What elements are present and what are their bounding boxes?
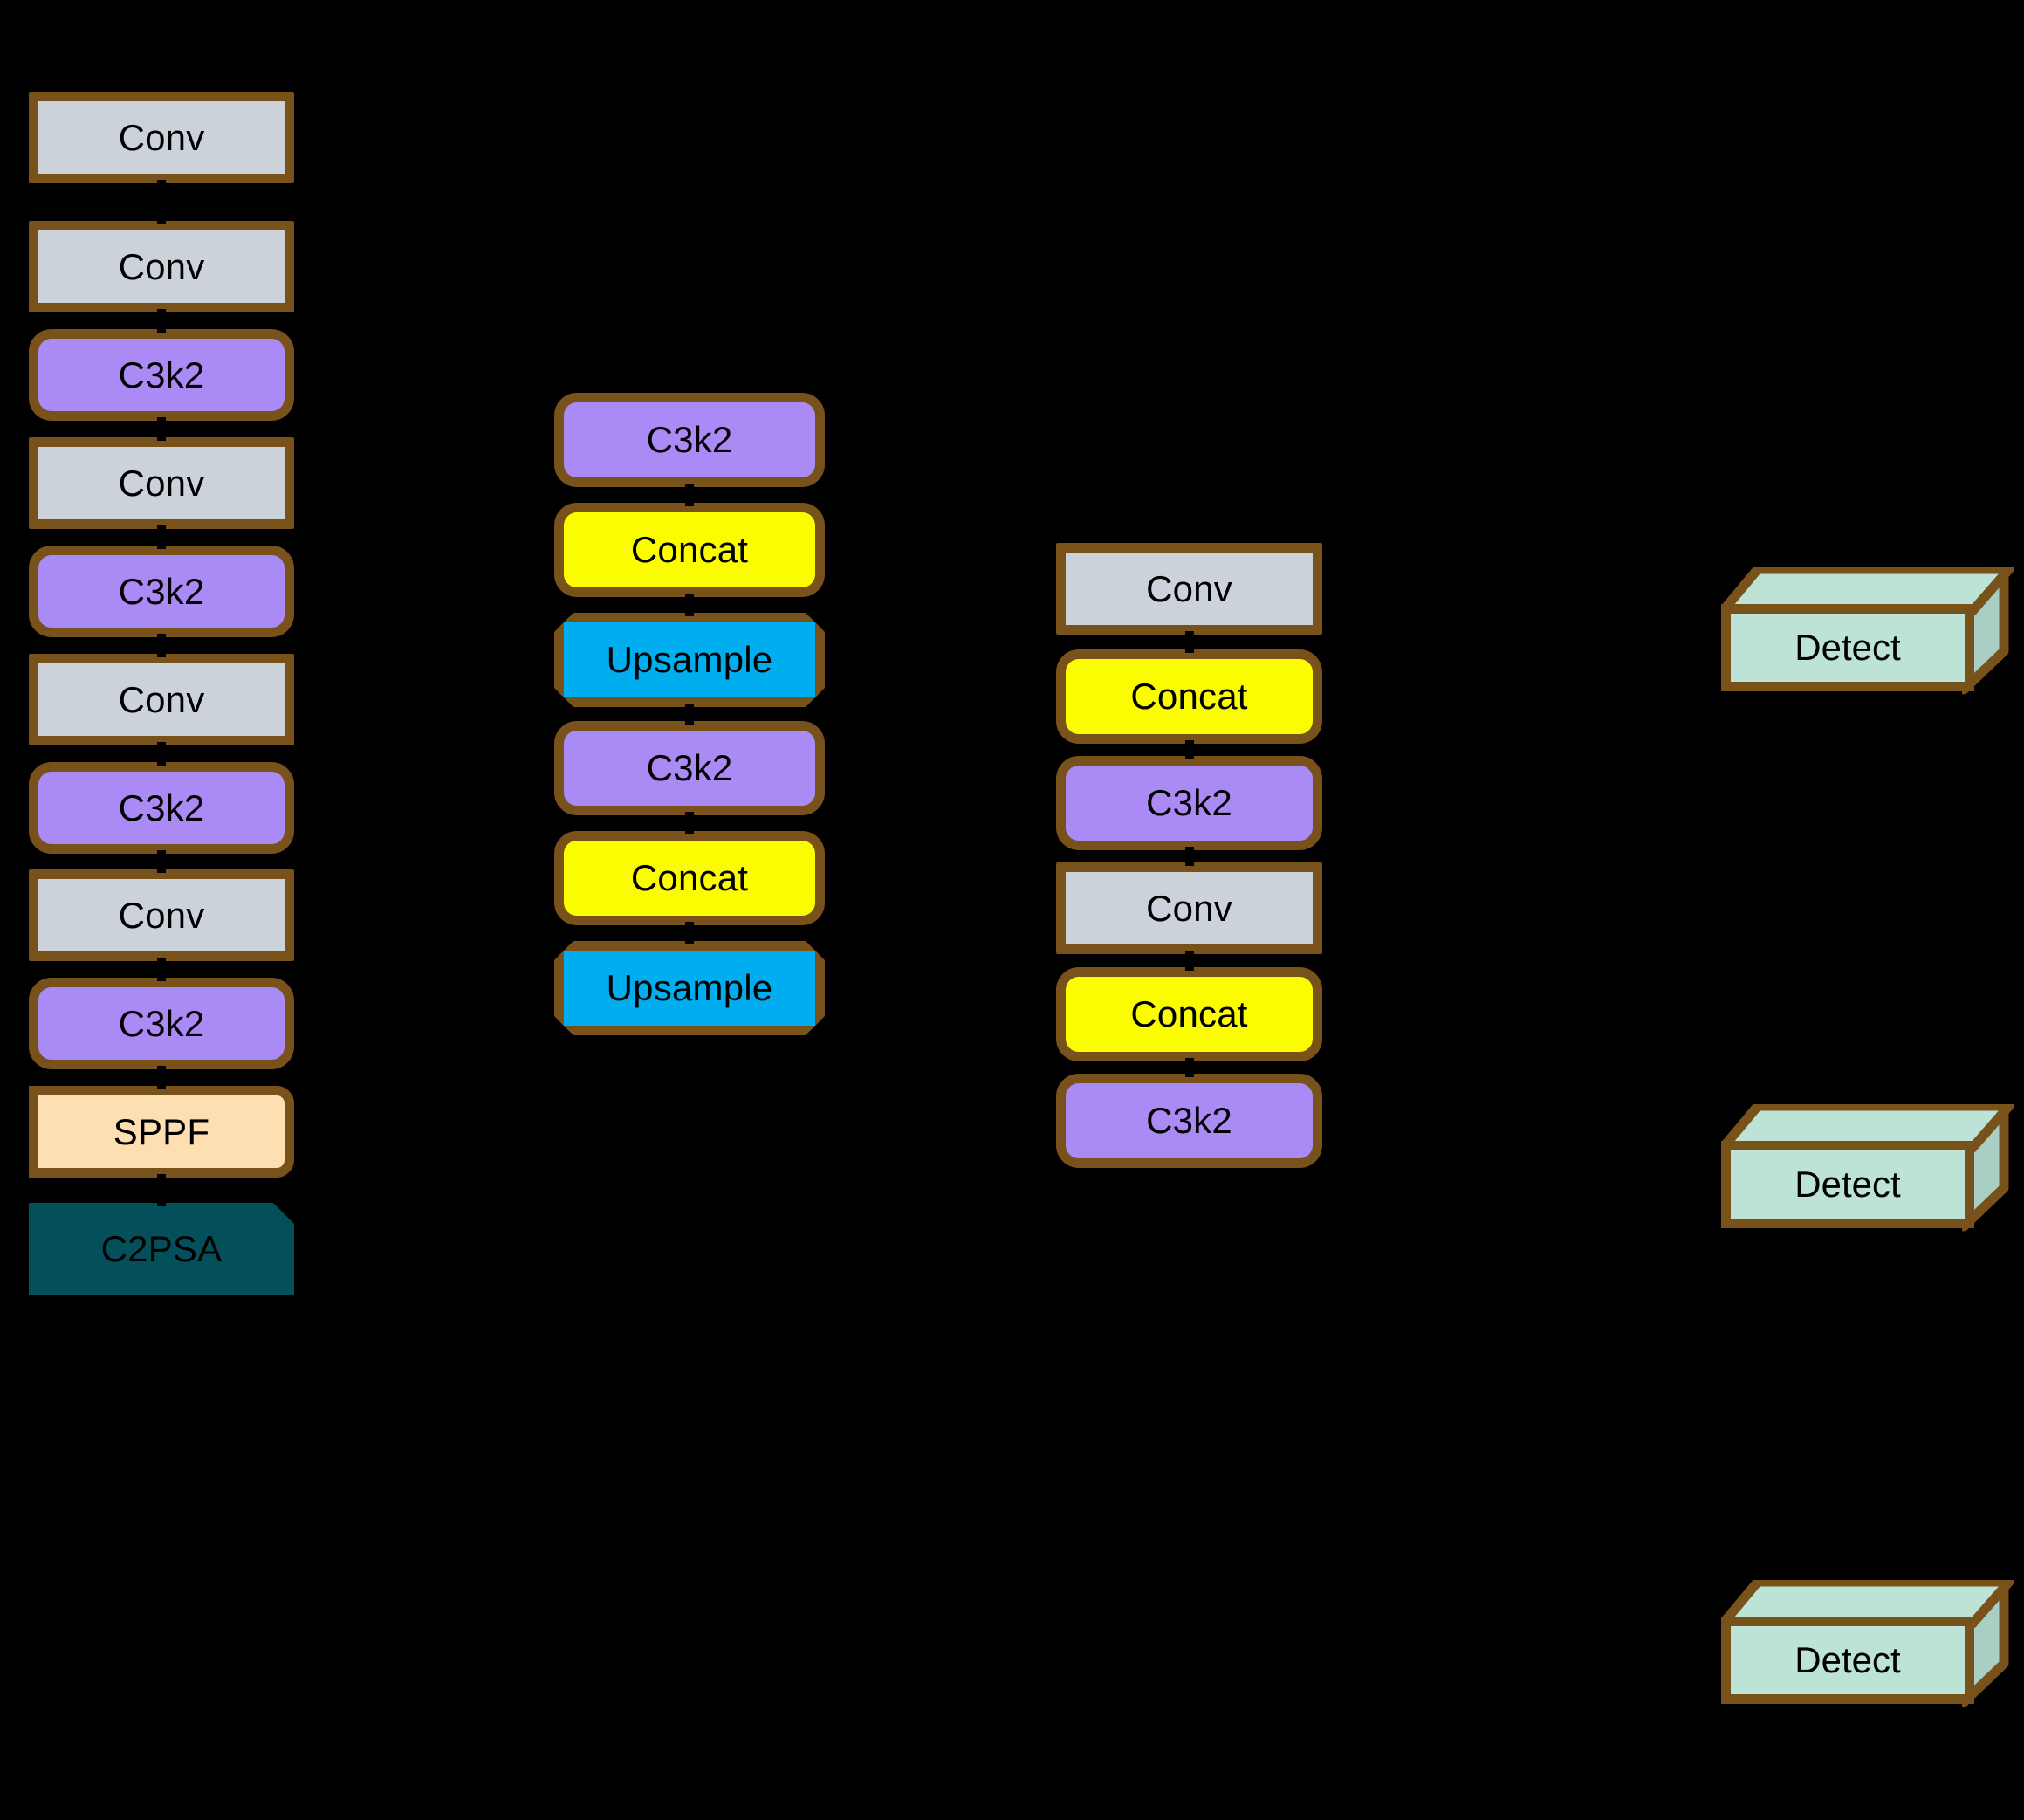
detect-head-box: Detect — [1718, 1101, 2014, 1232]
node-upsample: Upsample — [554, 613, 825, 707]
node-c3k2: C3k2 — [29, 762, 294, 854]
flow-connector — [685, 704, 694, 725]
node-c3k2: C3k2 — [554, 721, 825, 815]
detect-head-box: Detect — [1718, 1576, 2014, 1707]
flow-connector — [1184, 631, 1194, 653]
node-c3k2: C3k2 — [1056, 1074, 1322, 1168]
detect-label: Detect — [1721, 604, 1974, 691]
node-upsample: Upsample — [554, 941, 825, 1035]
node-conv: Conv — [29, 654, 294, 745]
node-conv: Conv — [1056, 543, 1322, 635]
node-conv: Conv — [29, 869, 294, 961]
flow-connector — [157, 742, 166, 766]
flow-connector — [157, 417, 166, 441]
flow-connector — [157, 525, 166, 549]
node-c3k2: C3k2 — [554, 393, 825, 487]
flow-connector — [685, 484, 694, 506]
flow-connector — [157, 180, 166, 224]
flow-connector — [157, 1174, 166, 1206]
flow-connector — [1184, 740, 1194, 759]
node-concat: Concat — [1056, 649, 1322, 744]
node-concat: Concat — [554, 831, 825, 925]
node-concat: Concat — [554, 503, 825, 597]
flow-connector — [157, 1066, 166, 1089]
detect-label: Detect — [1721, 1617, 1974, 1704]
node-c3k2: C3k2 — [1056, 756, 1322, 850]
flow-connector — [685, 594, 694, 616]
detect-head-box: Detect — [1718, 564, 2014, 695]
node-c2psa: C2PSA — [29, 1203, 294, 1295]
flow-connector — [1184, 1058, 1194, 1077]
node-concat: Concat — [1056, 967, 1322, 1061]
flow-connector — [157, 958, 166, 981]
detect-label: Detect — [1721, 1141, 1974, 1228]
flow-connector — [157, 850, 166, 873]
flow-connector — [1184, 951, 1194, 971]
node-sppf: SPPF — [29, 1086, 294, 1178]
node-c3k2: C3k2 — [29, 329, 294, 421]
flow-connector — [1184, 847, 1194, 866]
node-conv: Conv — [29, 221, 294, 312]
flow-connector — [157, 309, 166, 333]
flow-connector — [685, 812, 694, 834]
node-c3k2: C3k2 — [29, 978, 294, 1069]
flow-connector — [157, 634, 166, 657]
flow-connector — [685, 922, 694, 944]
node-conv: Conv — [29, 92, 294, 183]
node-c3k2: C3k2 — [29, 546, 294, 637]
node-conv: Conv — [1056, 862, 1322, 954]
node-conv: Conv — [29, 437, 294, 529]
